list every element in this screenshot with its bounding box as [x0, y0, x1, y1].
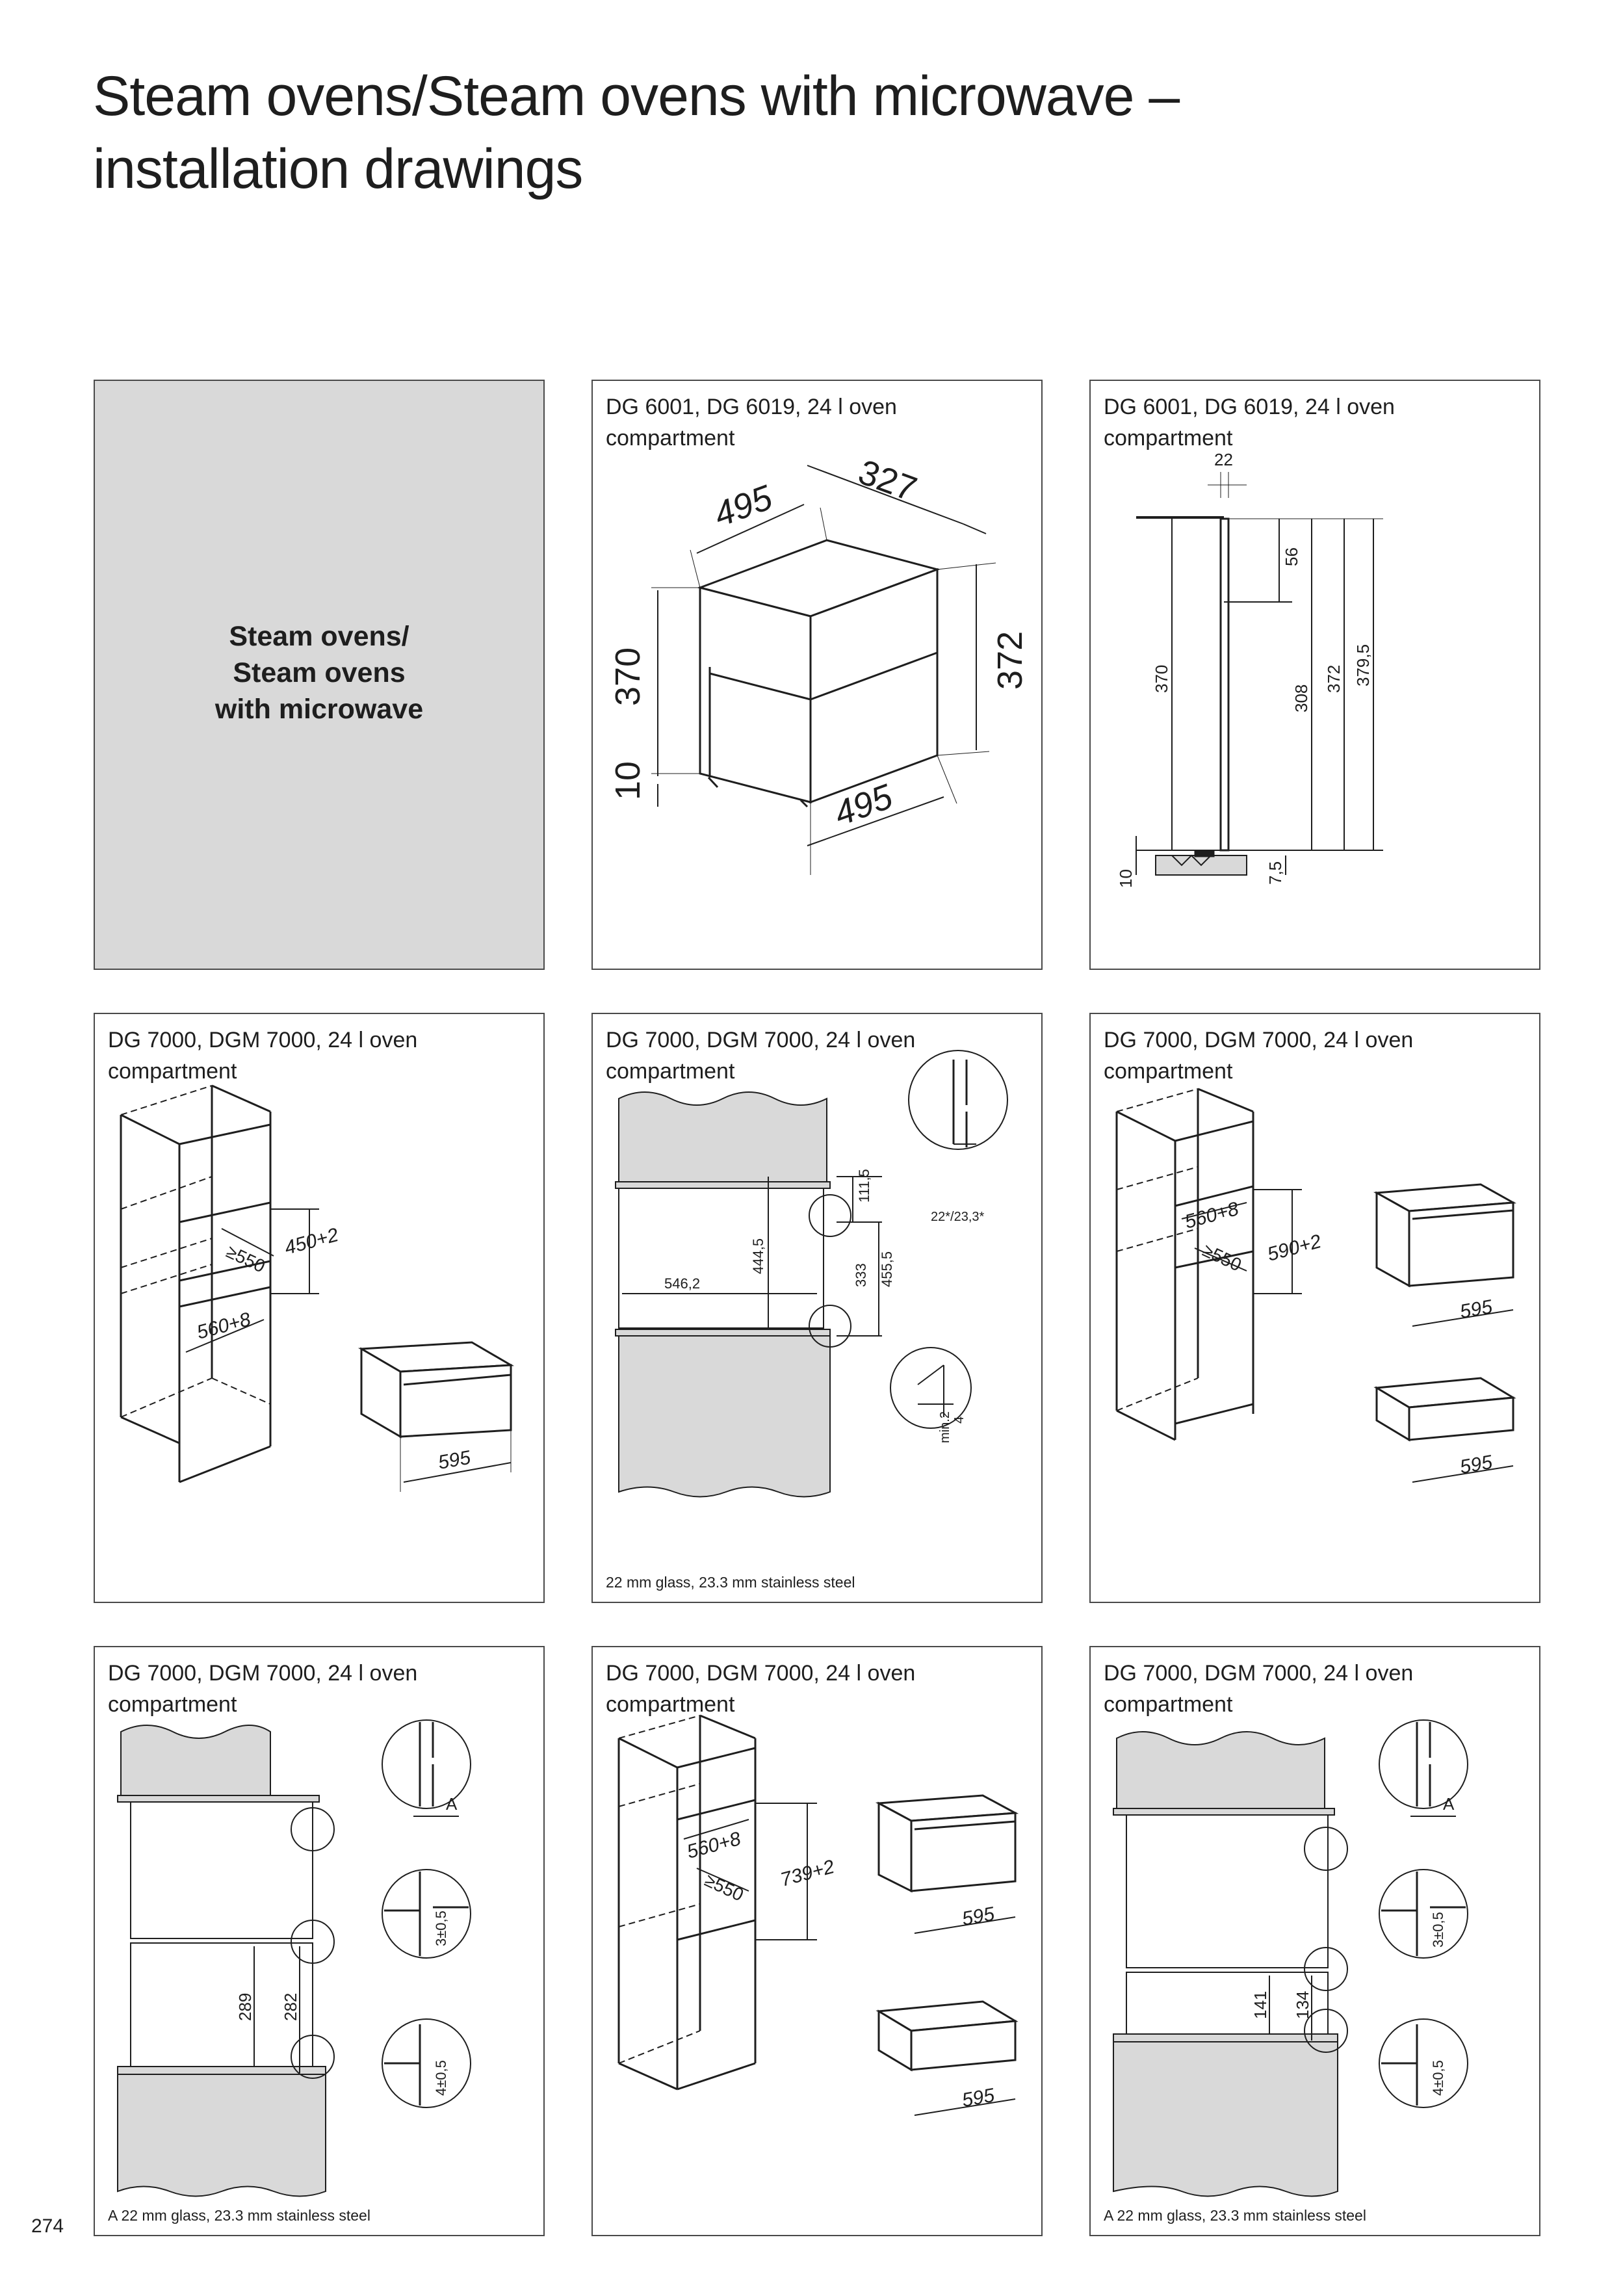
panel-title: DG 6001, DG 6019, 24 l oven compartment [1104, 391, 1520, 454]
panel-title: DG 6001, DG 6019, 24 l oven compartment [606, 391, 1022, 454]
panel-title-line-2: compartment [108, 1059, 237, 1084]
appliance-width-2: 595 [960, 2085, 996, 2111]
intro-label: Steam ovens/ Steam ovens with microwave [95, 618, 543, 727]
panel-title: DG 7000, DGM 7000, 24 l oven compartment [1104, 1024, 1520, 1087]
dim-height-379: 379,5 [1353, 644, 1373, 686]
dim-width: 560+8 [684, 1828, 743, 1863]
dim-134: 134 [1293, 1991, 1312, 2019]
panel-title-line-2: compartment [606, 1692, 735, 1717]
page-number: 274 [31, 2215, 64, 2237]
dim-4-tol: 4±0,5 [433, 2060, 449, 2096]
dim-333: 333 [853, 1263, 869, 1287]
front-view-drawing: A 141 134 3±0,5 4±0,5 [1113, 1719, 1468, 2197]
panel-title: DG 7000, DGM 7000, 24 l oven compartment [108, 1658, 524, 1720]
dim-width-top: 495 [709, 478, 778, 535]
panel-title-line-2: compartment [1104, 426, 1233, 450]
panel-title: DG 7000, DGM 7000, 24 l oven compartment [1104, 1658, 1520, 1720]
panel-dg7000-front-289: DG 7000, DGM 7000, 24 l oven compartment [94, 1646, 545, 2236]
panel-title-line-1: DG 7000, DGM 7000, 24 l oven [108, 1028, 418, 1052]
panel-title-line-1: DG 6001, DG 6019, 24 l oven [1104, 395, 1395, 419]
dim-height-308: 308 [1292, 685, 1311, 712]
intro-label-line-3: with microwave [214, 694, 424, 725]
dim-3-tol: 3±0,5 [1430, 1912, 1446, 1948]
side-view-drawing: 22 56 370 308 372 379,5 10 7,5 [1116, 450, 1383, 888]
appliance-width-1: 595 [1458, 1296, 1494, 1323]
panel-note: A 22 mm glass, 23.3 mm stainless steel [1104, 2207, 1366, 2224]
appliance-width-2: 595 [1458, 1452, 1494, 1478]
panel-dg7000-niche-739: DG 7000, DGM 7000, 24 l oven compartment [591, 1646, 1043, 2236]
dim-height-left: 370 [608, 647, 647, 706]
dim-141: 141 [1251, 1991, 1270, 2019]
dim-455-5: 455,5 [879, 1251, 895, 1287]
panel-dg7000-front-141: DG 7000, DGM 7000, 24 l oven compartment [1089, 1646, 1540, 2236]
dim-4-tol: 4±0,5 [1430, 2060, 1446, 2096]
front-view-drawing: 111,5 444,5 333 455,5 546,2 22*/23,3* mi… [615, 1050, 1008, 1498]
panel-note: 22 mm glass, 23.3 mm stainless steel [606, 1574, 855, 1591]
panel-title-line-2: compartment [1104, 1692, 1233, 1717]
dim-top-56: 56 [1282, 547, 1301, 566]
appliance-width: 595 [436, 1447, 472, 1474]
panel-title-line-2: compartment [606, 1059, 735, 1084]
page-title-line-1: Steam ovens/Steam ovens with microwave – [93, 65, 1180, 127]
appliance-width-1: 595 [960, 1903, 996, 1930]
panel-dg7000-niche-590: DG 7000, DGM 7000, 24 l oven compartment [1089, 1013, 1540, 1603]
tall-cabinet-drawing: 590+2 560+8 ≥550 595 595 [1115, 1088, 1517, 1483]
panel-title-line-1: DG 7000, DGM 7000, 24 l oven [1104, 1661, 1414, 1686]
dim-width: 560+8 [194, 1309, 253, 1344]
dim-4: 4 [952, 1416, 967, 1424]
dim-min-2: min.2 [938, 1411, 952, 1443]
isometric-oven-drawing: 495 327 370 372 10 495 [608, 452, 1030, 875]
panel-title: DG 7000, DGM 7000, 24 l oven compartment [606, 1658, 1022, 1720]
panel-title: DG 7000, DGM 7000, 24 l oven compartment [606, 1024, 1022, 1087]
dim-height: 590+2 [1265, 1231, 1323, 1266]
intro-label-line-2: Steam ovens [233, 657, 406, 688]
dim-height-right: 372 [991, 631, 1030, 690]
dim-height: 450+2 [282, 1224, 341, 1259]
dim-289: 289 [235, 1993, 255, 2021]
panel-title-line-1: DG 7000, DGM 7000, 24 l oven [1104, 1028, 1414, 1052]
dim-22-23-3: 22*/23,3* [931, 1210, 985, 1224]
label-a: A [1443, 1794, 1455, 1814]
dim-111-5: 111,5 [856, 1169, 872, 1203]
dim-3-tol: 3±0,5 [433, 1911, 449, 1946]
dim-282: 282 [281, 1993, 300, 2021]
dim-depth: ≥550 [223, 1241, 268, 1276]
panel-dg7000-front-view: DG 7000, DGM 7000, 24 l oven compartment [591, 1013, 1043, 1603]
panel-title-line-2: compartment [108, 1692, 237, 1717]
page-title-line-2: installation drawings [93, 138, 583, 200]
panel-title: DG 7000, DGM 7000, 24 l oven compartment [108, 1024, 524, 1087]
front-view-drawing: A 289 282 3±0,5 4±0,5 [117, 1719, 471, 2197]
intro-panel: Steam ovens/ Steam ovens with microwave [94, 380, 545, 970]
dim-foot: 10 [608, 761, 647, 800]
panel-title-line-1: DG 7000, DGM 7000, 24 l oven [606, 1661, 916, 1686]
panel-dg6001-isometric: DG 6001, DG 6019, 24 l oven compartment [591, 380, 1043, 970]
dim-front-thickness: 22 [1214, 450, 1233, 469]
tall-cabinet-drawing: 450+2 ≥550 560+8 595 [120, 1084, 515, 1492]
panel-dg7000-niche-450: DG 7000, DGM 7000, 24 l oven compartment [94, 1013, 545, 1603]
panel-title-line-2: compartment [1104, 1059, 1233, 1084]
dim-width: 560+8 [1182, 1198, 1241, 1233]
tall-cabinet-drawing: 560+8 739+2 ≥550 595 595 [617, 1714, 1019, 2116]
panel-title-line-1: DG 6001, DG 6019, 24 l oven [606, 395, 897, 419]
dim-gap-7-5: 7,5 [1266, 861, 1285, 885]
dim-depth: ≥550 [1199, 1240, 1244, 1275]
panel-dg6001-sideview: DG 6001, DG 6019, 24 l oven compartment [1089, 380, 1540, 970]
panel-title-line-1: DG 7000, DGM 7000, 24 l oven [606, 1028, 916, 1052]
dim-height-372: 372 [1324, 665, 1344, 693]
dim-base-10: 10 [1116, 869, 1136, 888]
label-a: A [446, 1794, 458, 1814]
dim-546-2: 546,2 [664, 1275, 700, 1292]
page-title: Steam ovens/Steam ovens with microwave –… [93, 60, 1458, 205]
intro-label-line-1: Steam ovens/ [229, 621, 409, 652]
dim-depth-top: 327 [853, 452, 922, 509]
dim-depth: ≥550 [701, 1870, 746, 1905]
panel-title-line-2: compartment [606, 426, 735, 450]
panel-title-line-1: DG 7000, DGM 7000, 24 l oven [108, 1661, 418, 1686]
dim-height-370: 370 [1152, 665, 1171, 693]
dim-444-5: 444,5 [750, 1238, 766, 1274]
panel-note: A 22 mm glass, 23.3 mm stainless steel [108, 2207, 370, 2224]
